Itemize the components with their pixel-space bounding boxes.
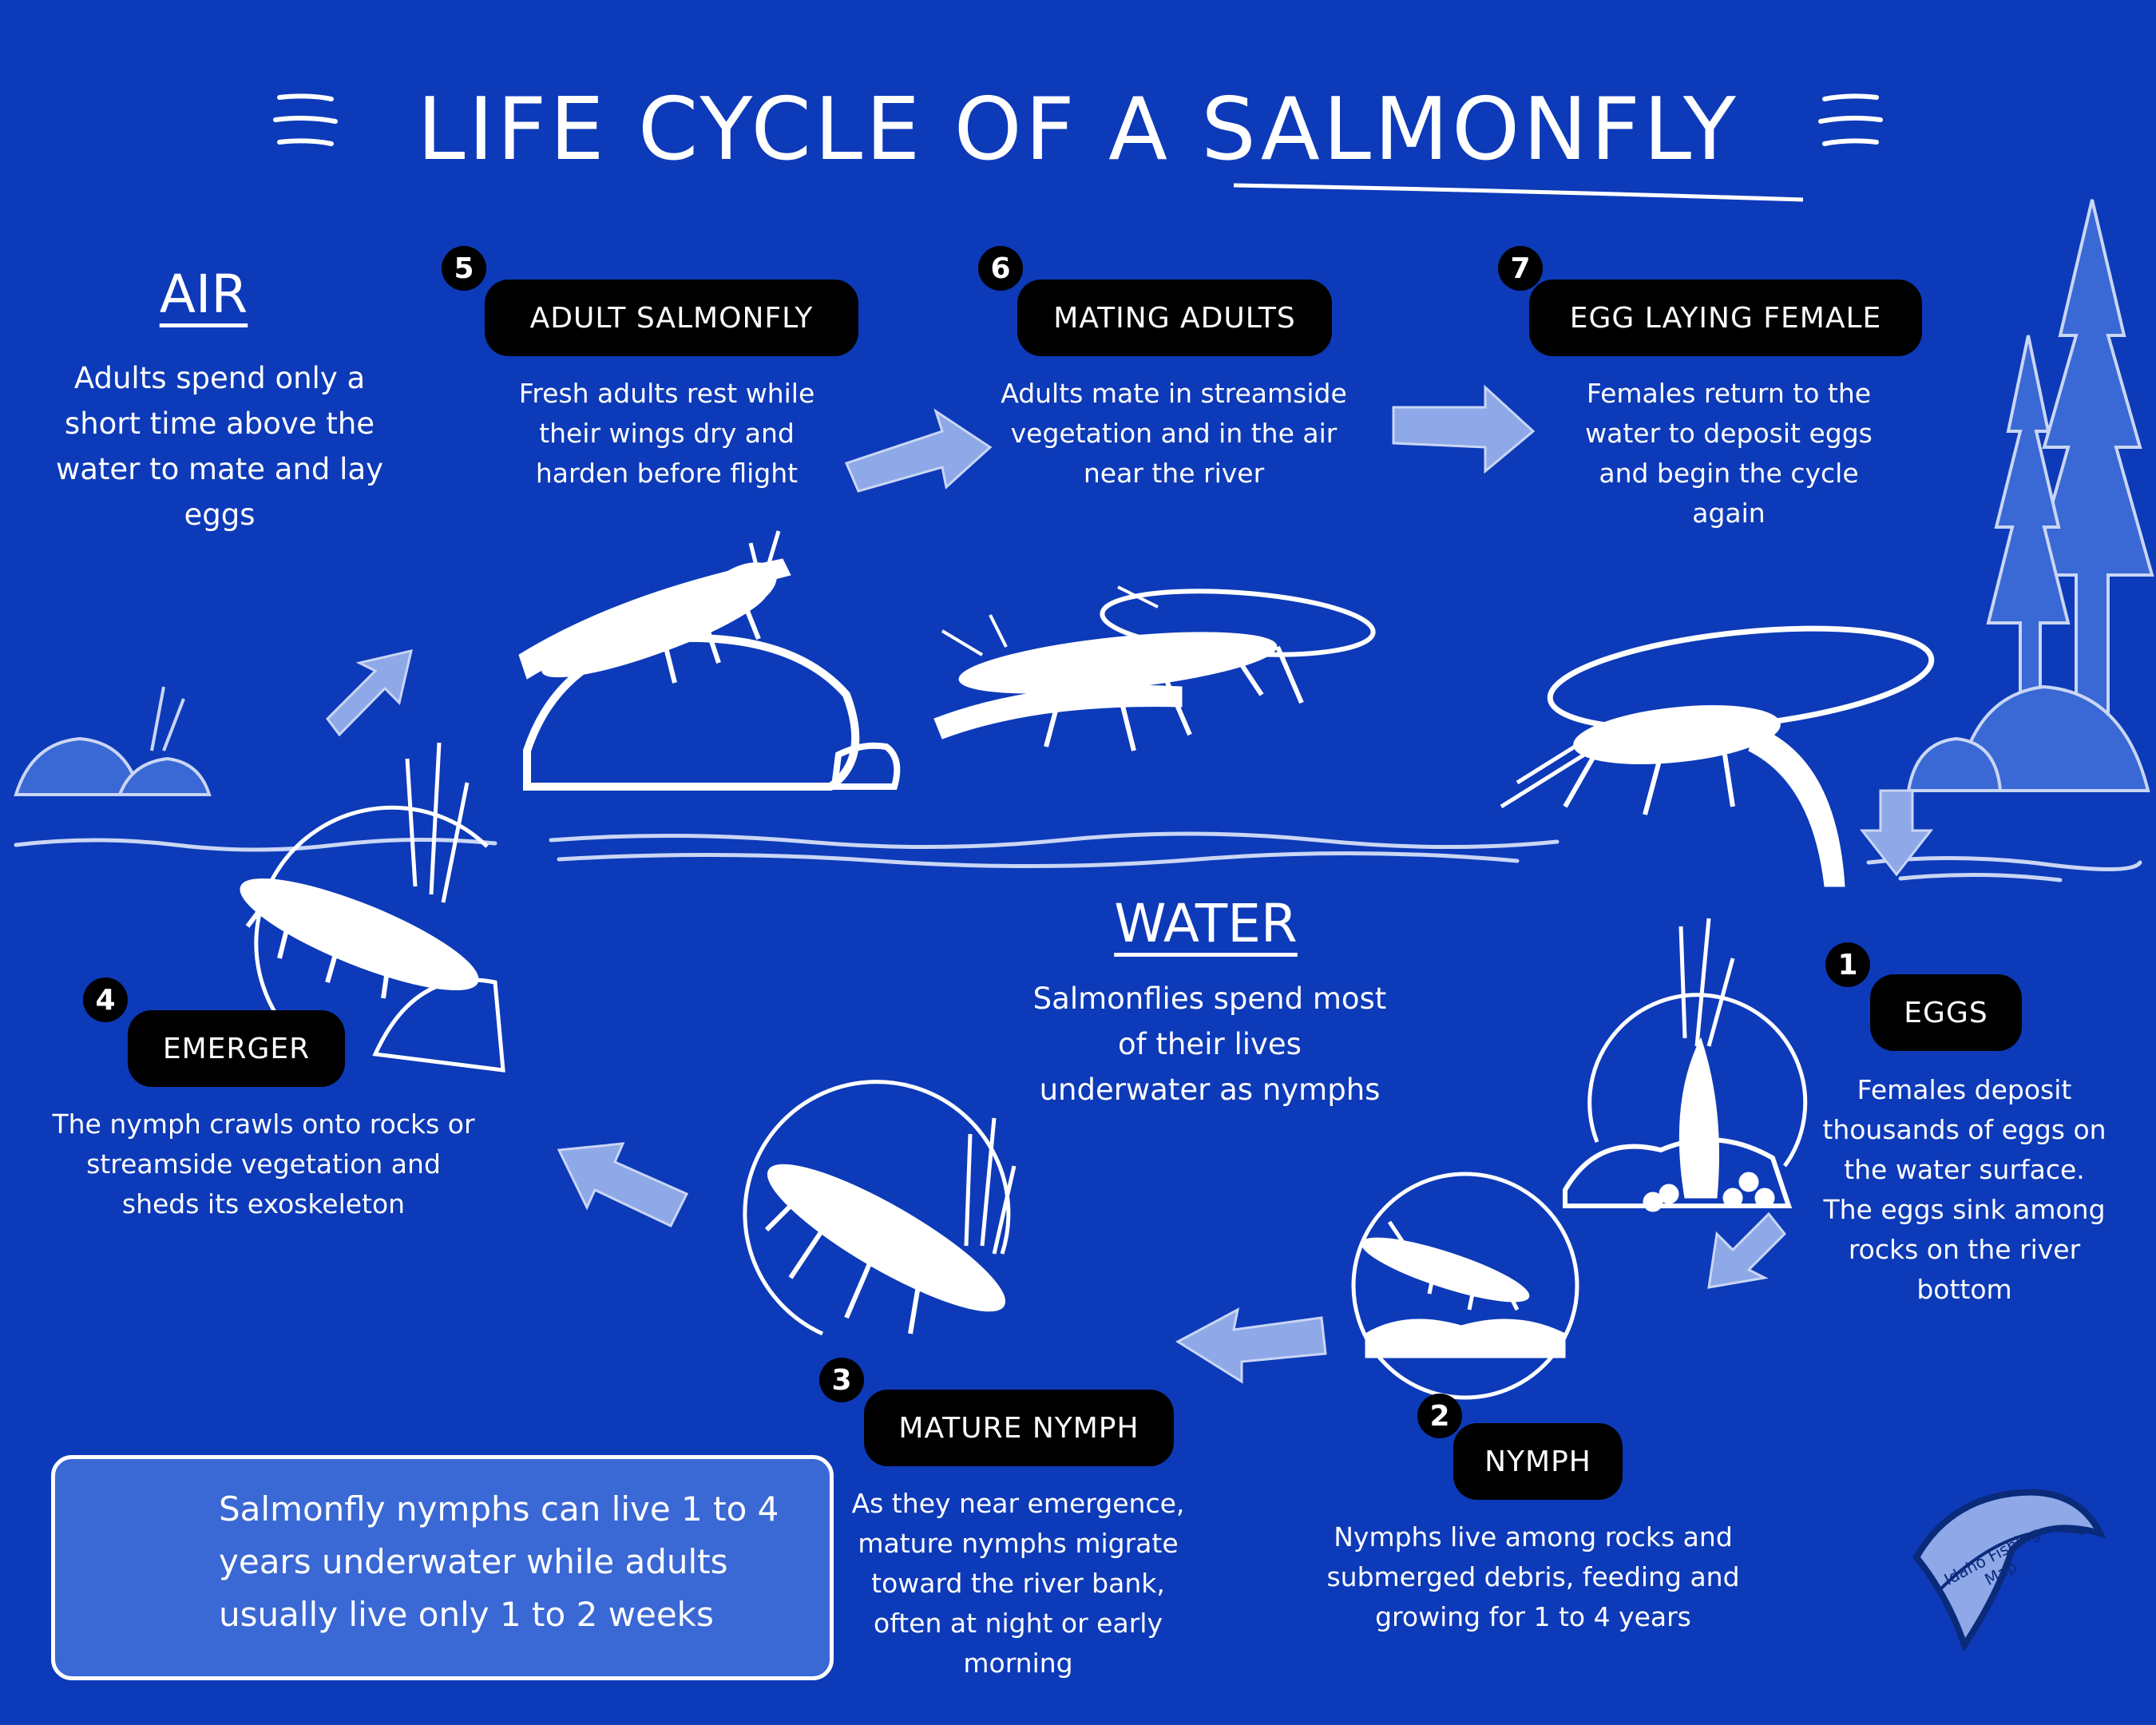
stage-6-description: Adults mate in streamside vegetation and… [1001,378,1347,489]
stage-4-description: The nymph crawls onto rocks or streamsid… [52,1108,475,1219]
stage-3-label: MATURE NYMPH [864,1390,1174,1466]
arrow-emerger-to-adult-icon [326,648,414,737]
stage-2-label: NYMPH [1453,1423,1623,1500]
arrow-eggs-to-nymph-icon [1707,1211,1787,1289]
right-bank-trees [1906,199,2154,792]
mating-adults-illustration-icon [933,585,1376,751]
page-title: LIFE CYCLE OF A SALMONFLY [417,80,1739,180]
stage-5-number: 5 [442,246,486,291]
stage-2-description: Nymphs live among rocks and submerged de… [1326,1521,1740,1632]
egg-laying-female-illustration-icon [1500,625,1935,887]
air-heading: AIR [159,264,248,325]
stage-3-number: 3 [819,1358,864,1402]
stage-1-label: EGGS [1870,974,2022,1051]
eggs-illustration-icon [1563,918,1808,1212]
water-description: Salmonflies spend most of their lives un… [1032,981,1387,1107]
adult-salmonfly-illustration-icon [518,530,901,791]
cycle-arrows [326,384,1934,1384]
title-underline [1233,183,1804,202]
stage-1-number: 1 [1825,942,1870,987]
stage-2-number: 2 [1417,1394,1462,1438]
arrow-adult-to-mating-icon [844,408,993,493]
mature-nymph-illustration-icon [743,1080,1017,1336]
title-dash-right-icon [1818,93,1883,146]
river-waves [14,831,2142,882]
stage-6-label: MATING ADULTS [1017,280,1332,356]
stage-5-label: ADULT SALMONFLY [485,280,858,356]
stage-4-label: EMERGER [128,1010,345,1087]
trout-logo-icon [1912,1489,2106,1653]
arrow-mature-to-emerger-icon [557,1142,689,1227]
nymph-illustration-icon [1351,1172,1579,1400]
stage-3-description: As they near emergence, mature nymphs mi… [851,1488,1185,1679]
arrow-nymph-to-mature-icon [1175,1307,1327,1384]
water-heading: WATER [1114,893,1298,954]
arrow-mating-to-laying-icon [1392,384,1536,474]
tip-text: Salmonfly nymphs can live 1 to 4 years u… [219,1489,779,1634]
stage-5-description: Fresh adults rest while their wings dry … [518,378,815,489]
arrow-laying-to-eggs-icon [1859,789,1934,877]
title-dash-left-icon [273,93,338,146]
left-bank-rocks [14,686,212,796]
stage-6-number: 6 [978,246,1023,291]
stage-7-description: Females return to the water to deposit e… [1585,378,1873,529]
tip-box: Salmonfly nymphs can live 1 to 4 years u… [51,1455,834,1680]
stage-7-number: 7 [1498,246,1543,291]
air-description: Adults spend only a short time above the… [55,361,384,532]
stage-1-description: Females deposit thousands of eggs on the… [1822,1074,2106,1305]
stage-7-label: EGG LAYING FEMALE [1529,280,1922,356]
stage-4-number: 4 [83,978,128,1022]
